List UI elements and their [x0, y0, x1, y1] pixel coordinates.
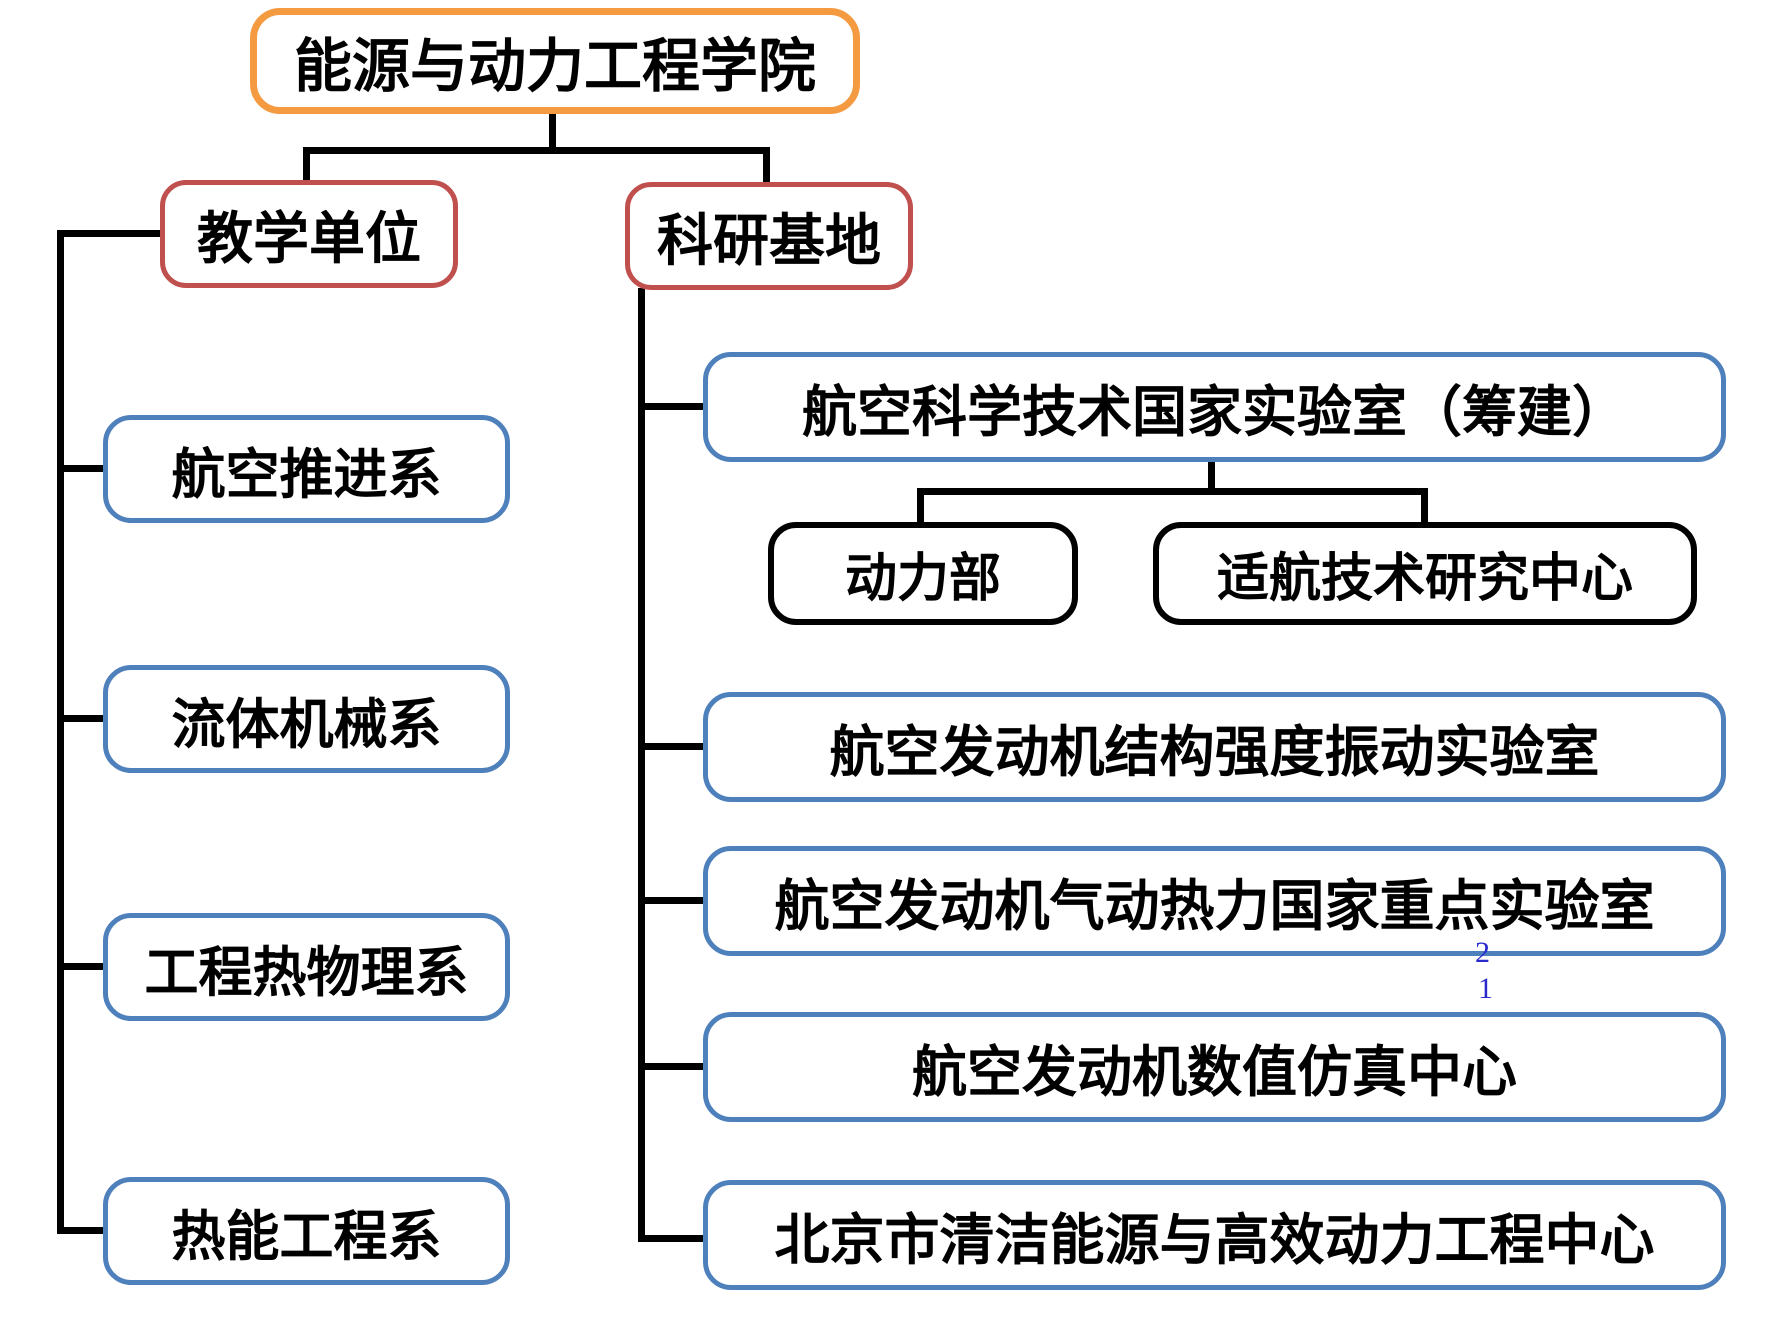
page-number-artifact: 1: [1478, 972, 1493, 1005]
connector-stub-dept2: [57, 715, 107, 722]
dept-node-engineering-thermophysics: 工程热物理系: [103, 913, 510, 1021]
connector-stub-lab1: [638, 403, 706, 410]
connector-sub-bar: [917, 488, 1428, 495]
lab-node-numerical-simulation-center: 航空发动机数值仿真中心: [703, 1012, 1726, 1122]
sub-node-power-department: 动力部: [768, 522, 1078, 625]
connector-stub-lab3: [638, 897, 706, 904]
connector-left-spine: [57, 230, 64, 1234]
connector-stub-teaching: [57, 230, 163, 237]
connector-stub-lab4: [638, 1063, 706, 1070]
lab-node-national-aeronautics-lab: 航空科学技术国家实验室（筹建）: [703, 352, 1726, 462]
connector-stub-dept1: [57, 465, 107, 472]
dept-node-fluid-machinery: 流体机械系: [103, 665, 510, 773]
dept-node-thermal-energy: 热能工程系: [103, 1177, 510, 1285]
root-node: 能源与动力工程学院: [250, 8, 860, 114]
sub-node-airworthiness-research-center: 适航技术研究中心: [1153, 522, 1697, 625]
connector-lab1-drop: [1208, 462, 1215, 495]
teaching-unit-node: 教学单位: [160, 180, 458, 288]
research-base-node: 科研基地: [625, 182, 913, 290]
connector-drop-sub2: [1421, 488, 1428, 524]
connector-elbow-dept4: [57, 1227, 107, 1234]
lab-node-aerothermodynamics-key-lab: 航空发动机气动热力国家重点实验室: [703, 846, 1726, 956]
connector-level1-bar: [303, 147, 770, 154]
lab-node-structural-strength-vibration: 航空发动机结构强度振动实验室: [703, 692, 1726, 802]
lab-node-beijing-clean-energy-center: 北京市清洁能源与高效动力工程中心: [703, 1180, 1726, 1290]
connector-stub-lab2: [638, 743, 706, 750]
connector-drop-sub1: [917, 488, 924, 524]
connector-drop-teaching: [303, 147, 310, 185]
dept-node-aerospace-propulsion: 航空推进系: [103, 415, 510, 523]
page-number-artifact: 2: [1475, 936, 1490, 969]
connector-drop-research: [763, 147, 770, 187]
connector-root-drop: [549, 112, 556, 154]
connector-right-spine: [638, 288, 645, 1242]
connector-stub-dept3: [57, 963, 107, 970]
connector-elbow-lab5: [638, 1235, 706, 1242]
